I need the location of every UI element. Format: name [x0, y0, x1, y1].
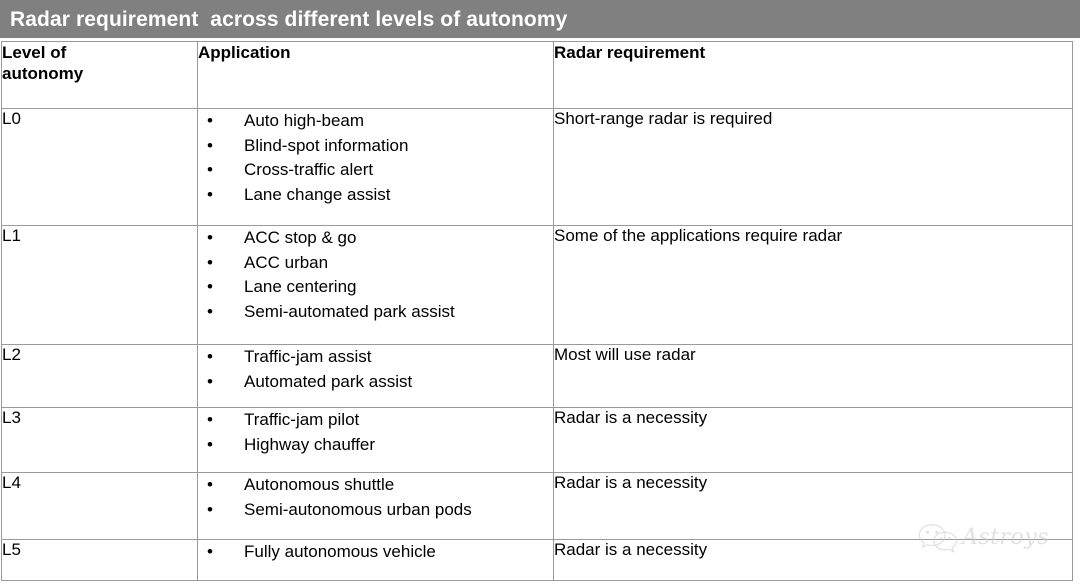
cell-radar-requirement: Most will use radar	[553, 344, 1073, 408]
bullet-icon: •	[207, 160, 213, 180]
list-item: • Highway chauffer	[198, 433, 553, 458]
column-header-level-line1: Level of	[2, 43, 67, 62]
list-item-label: Traffic-jam assist	[244, 347, 372, 366]
cell-radar-requirement: Some of the applications require radar	[553, 225, 1073, 345]
bullet-icon: •	[207, 228, 213, 247]
list-item: • Lane centering	[198, 275, 553, 300]
column-header-radar-requirement: Radar requirement	[553, 41, 1073, 109]
list-item-label: Autonomous shuttle	[244, 475, 395, 494]
cell-level: L0	[1, 108, 198, 226]
table-row: L3 •Traffic-jam pilot •Highway chauffer …	[1, 407, 1073, 473]
table-row: L4 • Autonomous shuttle • Semi-autonomous …	[1, 472, 1073, 540]
bullet-icon: •	[207, 301, 213, 321]
cell-level: L1	[1, 225, 198, 345]
slide-title-bar: Radar requirement across different level…	[0, 0, 1080, 38]
column-header-level-of-autonomy: Level of autonomy	[1, 41, 198, 109]
bullet-icon: •	[207, 410, 213, 429]
cell-radar-requirement: Radar is a necessity	[553, 407, 1073, 473]
bullet-icon: •	[207, 542, 213, 561]
cell-level: L4	[1, 472, 198, 540]
bullet-icon: •	[207, 252, 213, 272]
cell-level: L5	[1, 539, 198, 581]
cell-applications: • Traffic-jam assist • Automated park assi…	[197, 344, 554, 408]
application-list: •Auto high-beam •Blind-spot information …	[198, 109, 553, 208]
cell-level: L2	[1, 344, 198, 408]
table-row: L2 • Traffic-jam assist • Automated park a…	[1, 344, 1073, 408]
column-header-level-line2: autonomy	[2, 64, 84, 84]
list-item: • Cross-traffic alert	[198, 158, 553, 183]
list-item-label: ACC urban	[244, 252, 329, 272]
bullet-icon: •	[207, 111, 213, 130]
page-title: Radar requirement across different level…	[10, 7, 568, 31]
cell-applications: • Autonomous shuttle • Semi-autonomous urb…	[197, 472, 554, 540]
list-item: • Traffic-jam pilot	[198, 408, 553, 433]
table-row: L1 • ACC stop & go • ACC urban • Lane cente…	[1, 225, 1073, 345]
list-item-label: Semi-automated park assist	[244, 301, 455, 321]
list-item: • Blind-spot information	[198, 134, 553, 159]
list-item-label: Blind-spot information	[244, 135, 409, 155]
column-header-application: Application	[197, 41, 554, 109]
table-row: L0 • Auto high-beam • Blind-spot informati…	[1, 108, 1073, 226]
list-item: • Autonomous shuttle	[198, 473, 553, 498]
cell-radar-requirement: Radar is a necessity	[553, 539, 1073, 581]
list-item-label: Semi-autonomous urban pods	[244, 499, 472, 519]
application-list: • Autonomous shuttle • Semi-autonomous urb…	[198, 473, 553, 522]
list-item: • Automated park assist	[198, 370, 553, 395]
application-list: • Traffic-jam pilot • Highway chauffer	[198, 408, 553, 457]
list-item: • Semi-autonomous urban pods	[198, 498, 553, 523]
cell-applications: • Fully autonomous vehicle	[197, 539, 554, 581]
bullet-icon: •	[207, 499, 213, 519]
table-row: L5 • Fully autonomous vehicle Radar is a …	[1, 539, 1073, 581]
list-item: • ACC urban	[198, 251, 553, 276]
list-item-label: Automated park assist	[244, 371, 413, 391]
radar-requirement-table-wrap: Level of autonomy Application Radar requ…	[1, 41, 1073, 581]
list-item: • Fully autonomous vehicle	[198, 540, 553, 565]
list-item: • Semi-automated park assist	[198, 300, 553, 325]
cell-radar-requirement: Radar is a necessity	[553, 472, 1073, 540]
table-header-row: Level of autonomy Application Radar requ…	[1, 41, 1073, 109]
list-item-label: Traffic-jam pilot	[244, 410, 360, 429]
list-item: • Traffic-jam assist	[198, 345, 553, 370]
list-item: • Lane change assist	[198, 183, 553, 208]
cell-applications: •Auto high-beam •Blind-spot information …	[197, 108, 554, 226]
list-item: • ACC stop & go	[198, 226, 553, 251]
bullet-icon: •	[207, 434, 213, 454]
cell-radar-requirement: Short-range radar is required	[553, 108, 1073, 226]
bullet-icon: •	[207, 184, 213, 204]
list-item-label: Highway chauffer	[244, 434, 376, 454]
list-item-label: ACC stop & go	[244, 228, 357, 247]
bullet-icon: •	[207, 347, 213, 366]
radar-requirement-table: Level of autonomy Application Radar requ…	[1, 41, 1073, 581]
cell-level: L3	[1, 407, 198, 473]
bullet-icon: •	[207, 135, 213, 155]
list-item-label: Lane centering	[244, 277, 357, 297]
application-list: • Traffic-jam assist • Automated park assi…	[198, 345, 553, 394]
cell-applications: • Traffic-jam pilot • Highway chauffer	[197, 407, 554, 473]
list-item-label: Lane change assist	[244, 184, 391, 204]
list-item-label: Auto high-beam	[244, 111, 365, 130]
list-item-label: Fully autonomous vehicle	[244, 542, 436, 561]
bullet-icon: •	[207, 371, 213, 391]
list-item: • Auto high-beam	[198, 109, 553, 134]
list-item-label: Cross-traffic alert	[244, 160, 374, 180]
cell-applications: • ACC stop & go • ACC urban • Lane centerin…	[197, 225, 554, 345]
application-list: • ACC stop & go • ACC urban • Lane centerin…	[198, 226, 553, 325]
bullet-icon: •	[207, 277, 213, 297]
application-list: • Fully autonomous vehicle	[198, 540, 553, 565]
bullet-icon: •	[207, 475, 213, 494]
